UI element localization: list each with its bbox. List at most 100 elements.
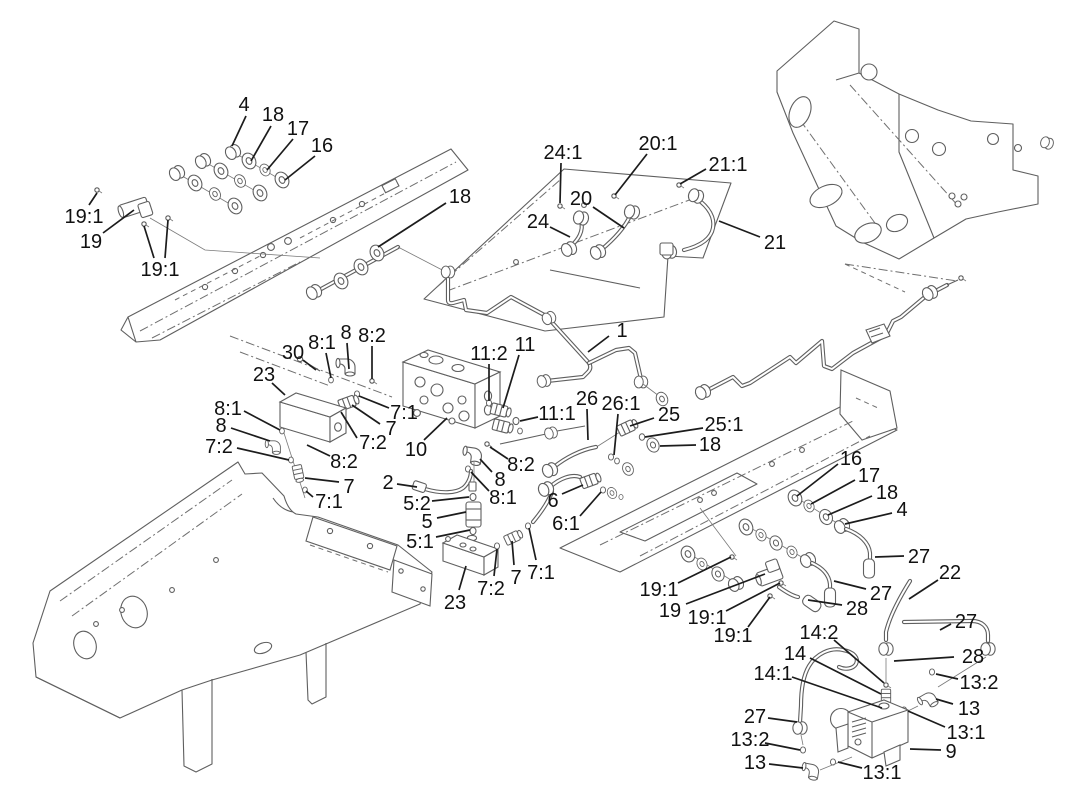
callout-label: 25 [658,404,680,426]
leader-line [143,225,155,259]
callout-8-20: 8 [215,415,271,442]
callout-label: 13:2 [731,729,770,751]
leader-line [88,192,98,206]
callout-28-57: 28 [807,598,868,620]
callout-19-59: 19 [659,573,766,622]
leader-line [250,125,272,162]
callout-label: 27 [908,546,930,568]
valve-block-23-top [278,355,378,443]
callout-label: 26 [576,388,598,410]
leader-line [435,529,471,538]
callout-6:1-45: 6:1 [552,491,602,535]
leader-line [519,416,539,422]
callout-7:1-25: 7:1 [358,395,418,424]
tee-fitting-19-left [94,187,321,259]
callout-20:1-9: 20:1 [614,133,677,196]
hose-chain-26-25 [499,417,662,501]
frame-rail-upper-left [120,148,469,343]
callout-label: 18 [262,104,284,126]
leader-line [587,335,610,353]
callout-7-26: 7 [351,404,397,440]
callout-18-53: 18 [827,482,898,516]
leader-line [685,573,766,605]
callout-8-42: 8 [479,458,506,491]
callout-label: 16 [840,448,862,470]
leader-line [809,657,882,695]
callout-label: 11:2 [470,343,507,365]
callout-11:1-31: 11:1 [519,403,576,425]
callout-30-14: 30 [282,342,317,371]
leader-line [351,404,381,425]
callout-label: 27 [870,583,892,605]
leader-line [493,548,498,577]
leader-line [791,676,883,709]
leader-line [325,352,332,379]
callout-label: 28 [846,598,868,620]
callout-label: 11 [515,334,536,356]
callout-26:1-47: 26:1 [602,393,640,456]
callout-8:1-43: 8:1 [470,471,517,509]
callout-label: 10 [405,439,427,461]
callout-7:2-27: 7:2 [340,411,387,454]
callout-19:1-61: 19:1 [714,596,771,647]
frame-weldment-bottom-left [32,461,433,773]
callout-label: 13:1 [947,722,986,744]
fitting-stack-left [264,427,308,499]
callout-19:1-6: 19:1 [141,219,179,281]
callout-label: 5 [421,511,432,533]
leader-line [231,115,247,147]
leader-line [305,490,314,498]
callout-5:2-34: 5:2 [403,493,470,515]
leader-line [243,410,281,431]
callout-7:1-24: 7:1 [305,490,343,513]
hardware-chains-right [678,487,876,614]
callout-27-66: 27 [939,611,977,633]
leader-line [396,483,418,488]
callout-22-62: 22 [908,562,961,600]
leader-line [549,226,571,238]
callout-4-0: 4 [231,94,250,147]
leader-line [164,219,169,259]
leader-line [271,382,286,396]
callout-2-33: 2 [382,472,418,494]
callout-label: 13:2 [960,672,999,694]
callout-19:1-58: 19:1 [640,556,732,601]
callout-13-75: 13 [744,752,804,774]
callout-label: 27 [744,706,766,728]
leader-line [725,582,781,612]
leader-line [236,447,290,461]
leader-line [306,444,331,457]
callout-label: 4 [238,94,249,116]
callout-23-37: 23 [444,565,467,614]
callout-27-73: 27 [744,706,798,728]
callout-label: 8:2 [358,325,386,347]
callout-8:2-41: 8:2 [489,446,535,476]
callout-label: 8:1 [308,332,336,354]
callout-label: 18 [876,482,898,504]
callout-label: 9 [945,741,956,763]
leader-line [908,579,939,600]
callout-13-69: 13 [935,698,980,720]
leader-line [479,458,493,473]
pump-9-assembly [792,578,996,782]
callout-label: 7 [343,476,354,498]
callout-8-16: 8 [340,322,352,370]
callout-label: 24 [527,211,549,233]
callout-20-11: 20 [570,188,625,229]
callout-label: 30 [282,342,304,364]
leader-line [659,444,697,447]
leader-line [559,162,562,204]
leader-line [874,555,905,558]
bracket-top-right [776,20,1056,260]
callout-label: 19 [659,600,681,622]
callout-label: 8 [340,322,351,344]
callout-label: 5:2 [403,493,431,515]
leader-line [767,717,798,723]
callout-19:1-4: 19:1 [65,192,103,228]
callout-label: 19:1 [640,579,679,601]
callout-8:1-15: 8:1 [308,332,336,379]
leader-line [561,484,584,495]
leader-line [266,138,294,171]
leader-line [358,395,390,409]
